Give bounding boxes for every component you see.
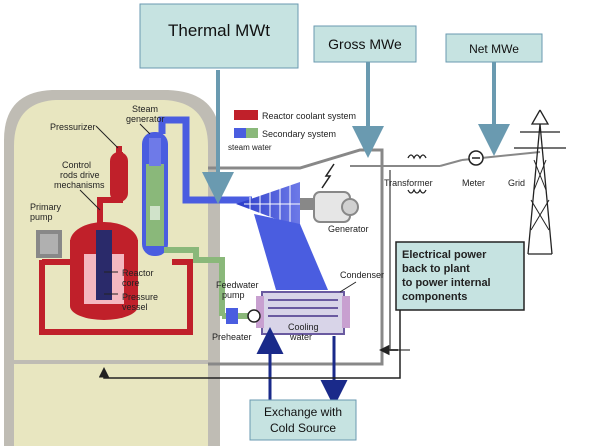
label-transformer: Transformer bbox=[384, 178, 433, 188]
callout-exchange: Exchange with Cold Source bbox=[249, 399, 357, 441]
label-primary-pump-2: pump bbox=[30, 212, 53, 222]
callout-net: Net MWe bbox=[445, 33, 543, 63]
label-meter: Meter bbox=[462, 178, 485, 188]
label-preheater: Preheater bbox=[212, 332, 252, 342]
label-pressurizer: Pressurizer bbox=[50, 122, 96, 132]
generator-unit bbox=[313, 163, 359, 223]
label-cooling-water-1: Cooling bbox=[288, 322, 319, 332]
label-reactor-core-1: Reactor bbox=[122, 268, 154, 278]
callout-arrows bbox=[202, 62, 510, 204]
leader-lines bbox=[79, 123, 357, 295]
legend-labels: Reactor coolant system Secondary system … bbox=[228, 111, 356, 152]
legend-water: water bbox=[251, 143, 272, 152]
info-line-3: to power internal bbox=[402, 277, 491, 289]
component-labels: Steam generator Pressurizer Control rods… bbox=[30, 104, 525, 342]
turbine bbox=[236, 182, 314, 228]
label-generator: Generator bbox=[328, 224, 369, 234]
legend-steam: steam bbox=[228, 143, 250, 152]
callout-gross: Gross MWe bbox=[313, 25, 417, 63]
info-line-4: components bbox=[402, 291, 467, 303]
cold-source-arrows bbox=[256, 327, 348, 407]
grid-tower bbox=[514, 109, 566, 255]
pressurizer-tank bbox=[110, 146, 128, 202]
transformer-symbol bbox=[407, 154, 427, 194]
callout-net-text: Net MWe bbox=[469, 42, 519, 56]
label-steam-generator-1: Steam bbox=[132, 104, 158, 114]
primary-pump bbox=[36, 230, 62, 258]
label-control-rods-1: Control bbox=[62, 160, 91, 170]
label-feedwater-pump-2: pump bbox=[222, 290, 245, 300]
callout-gross-text: Gross MWe bbox=[328, 36, 402, 52]
exhaust-duct bbox=[254, 214, 328, 290]
label-cooling-water-2: water bbox=[289, 332, 312, 342]
meter-symbol bbox=[468, 150, 484, 166]
info-line-2: back to plant bbox=[402, 263, 470, 275]
feedwater-pump bbox=[226, 308, 261, 324]
legend-secondary: Secondary system bbox=[262, 129, 336, 139]
info-line-1: Electrical power bbox=[402, 249, 487, 261]
callout-thermal: Thermal MWt bbox=[139, 3, 299, 69]
label-steam-generator-2: generator bbox=[126, 114, 165, 124]
label-grid: Grid bbox=[508, 178, 525, 188]
legend-reactor-coolant: Reactor coolant system bbox=[262, 111, 356, 121]
label-reactor-core-2: core bbox=[122, 278, 140, 288]
label-pressure-vessel-2: vessel bbox=[122, 302, 148, 312]
callout-thermal-text: Thermal MWt bbox=[168, 21, 270, 40]
electrical-lines bbox=[98, 151, 541, 379]
label-pressure-vessel-1: Pressure bbox=[122, 292, 158, 302]
callout-exchange-line2: Cold Source bbox=[270, 421, 336, 435]
label-condenser: Condenser bbox=[340, 270, 384, 280]
label-control-rods-3: mechanisms bbox=[54, 180, 105, 190]
label-primary-pump-1: Primary bbox=[30, 202, 61, 212]
label-control-rods-2: rods drive bbox=[60, 170, 100, 180]
callout-exchange-line1: Exchange with bbox=[264, 405, 342, 419]
steam-generator bbox=[142, 132, 168, 256]
label-feedwater-pump-1: Feedwater bbox=[216, 280, 259, 290]
electrical-info-box: Electrical power back to plant to power … bbox=[395, 241, 525, 311]
legend-swatches bbox=[234, 110, 258, 138]
reactor-vessel bbox=[70, 222, 138, 320]
